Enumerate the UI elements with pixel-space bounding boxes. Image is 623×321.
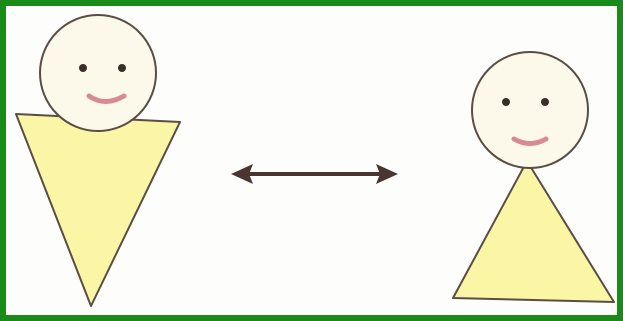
left-figure-left-eye <box>79 64 87 72</box>
right-figure-body <box>453 161 614 302</box>
right-figure-right-eye <box>541 98 549 106</box>
diagram-canvas <box>6 6 617 315</box>
left-figure <box>16 15 180 306</box>
right-figure <box>453 52 614 302</box>
right-figure-head <box>472 52 588 168</box>
left-figure-right-eye <box>118 64 126 72</box>
right-figure-left-eye <box>502 98 510 106</box>
left-figure-head <box>40 15 156 131</box>
double-headed-arrow <box>231 164 398 184</box>
left-figure-body <box>16 114 180 306</box>
